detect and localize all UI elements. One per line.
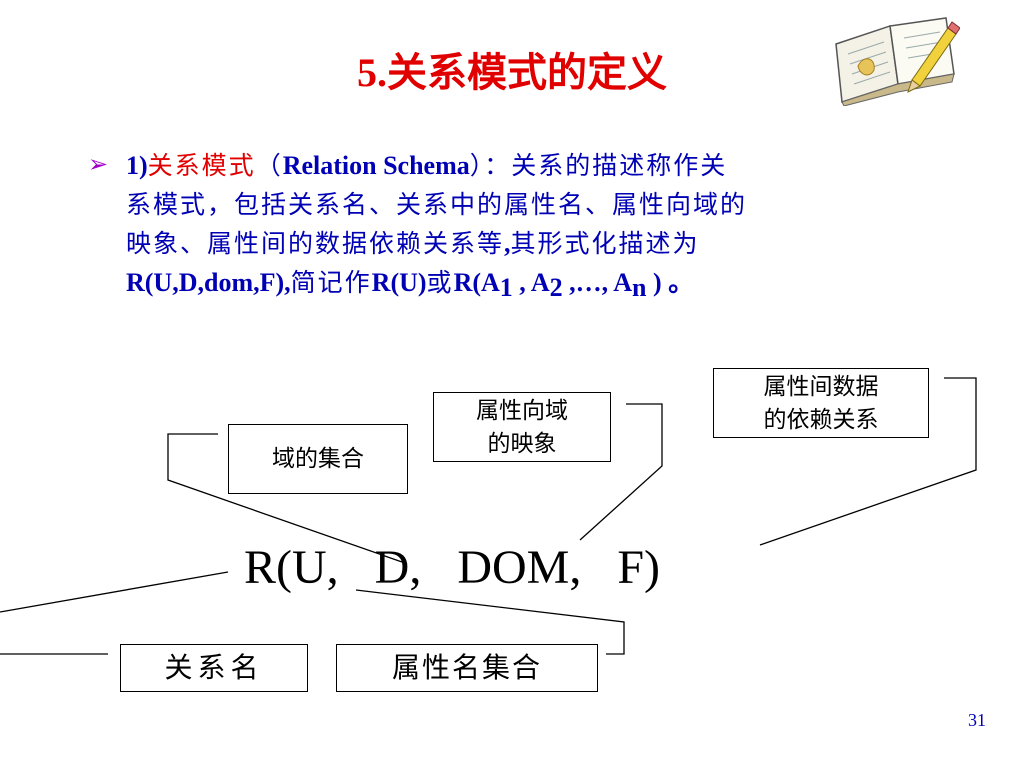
box-domain-set: 域的集合 [228, 424, 408, 494]
para-line-3: 映象、属性间的数据依赖关系等,其形式化描述为 [126, 229, 700, 258]
slide-title: 5.关系模式的定义 [357, 50, 667, 95]
formula-relation-schema: R(U, D, DOM, F) [244, 541, 661, 594]
box-attr-name-set: 属性名集合 [336, 644, 598, 692]
term-relation-schema: 关系模式 [147, 151, 256, 180]
connector-attr-name-set-bracket [355, 589, 625, 655]
connector-attr-domain-map [579, 403, 663, 541]
box-attr-dependency: 属性间数据 的依赖关系 [713, 368, 929, 438]
connector-domain-set [167, 433, 403, 563]
box-attr-domain-map: 属性向域 的映象 [433, 392, 611, 462]
page-number: 31 [968, 710, 986, 730]
definition-paragraph: 1)关系模式（Relation Schema）：关系的描述称作关 系模式，包括关… [126, 146, 926, 302]
box-relation-name: 关系名 [120, 644, 308, 692]
para-line-2: 系模式，包括关系名、关系中的属性名、属性向域的 [126, 190, 748, 219]
open-book-pencil-icon [835, 17, 960, 106]
bullet-marker-icon: ➢ [88, 150, 109, 178]
para-line-4: R(U,D,dom,F),简记作R(U)或R(A1 , A2 ,…, An ) … [126, 268, 695, 302]
connector-attr-dependency [759, 377, 977, 546]
para-line-1: 1)关系模式（Relation Schema）：关系的描述称作关 [126, 151, 728, 180]
connector-relation-name [0, 571, 229, 613]
